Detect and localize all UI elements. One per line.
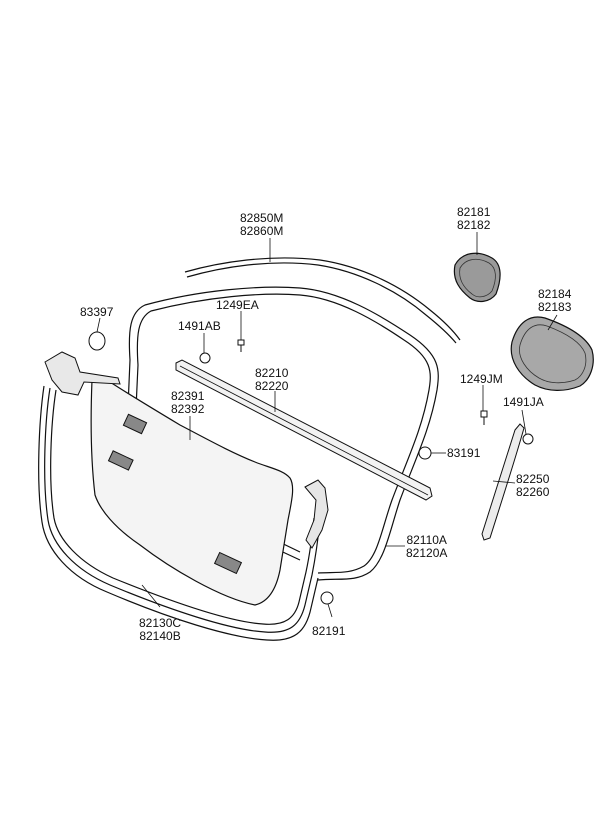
clip-1491ab — [199, 352, 211, 364]
label-1491ab: 1491AB — [178, 320, 221, 333]
leader-lines — [96, 232, 558, 618]
label-82210-line1: 82210 — [255, 366, 289, 380]
label-82250: 82250 82260 — [516, 473, 549, 499]
roof-molding-82850m — [184, 257, 461, 344]
label-82191: 82191 — [312, 625, 345, 638]
label-82110a-line2: 82120A — [406, 546, 448, 560]
trim-switch-pocket — [122, 413, 148, 435]
trim-speaker-grille — [213, 551, 243, 575]
screw-1249ea — [237, 339, 245, 352]
mirror-cover-82184 — [510, 316, 594, 391]
belt-molding-82210 — [175, 359, 433, 501]
label-1491ab-line1: 1491AB — [178, 319, 221, 333]
label-82191-line1: 82191 — [312, 624, 346, 638]
label-82130c-line1: 82130C — [139, 616, 182, 630]
screw-1249jm — [480, 410, 488, 425]
label-82184: 82184 82183 — [538, 288, 571, 314]
label-1249ea-line1: 1249EA — [216, 298, 259, 312]
plug-83397 — [88, 331, 106, 351]
label-83191: 83191 — [447, 447, 480, 460]
label-82850m: 82850M 82860M — [240, 212, 283, 238]
label-82391-line2: 82392 — [171, 402, 205, 416]
label-82130c: 82130C 82140B — [139, 617, 181, 643]
label-83397: 83397 — [80, 306, 113, 319]
delta-garnish-82181 — [453, 252, 501, 303]
trim-handle-pocket — [107, 450, 134, 471]
clip-1491ja — [522, 433, 534, 445]
label-83191-line1: 83191 — [447, 446, 481, 460]
door-trim-panel-82391 — [90, 379, 294, 606]
outer-weatherstrip-82130c — [38, 385, 321, 641]
label-82184-line2: 82183 — [538, 300, 572, 314]
label-82181: 82181 82182 — [457, 206, 490, 232]
label-82250-line1: 82250 — [516, 472, 550, 486]
label-82184-line1: 82184 — [538, 287, 572, 301]
label-82850m-line2: 82860M — [240, 224, 284, 238]
label-82181-line1: 82181 — [457, 205, 491, 219]
label-82250-line2: 82260 — [516, 485, 550, 499]
label-82110a: 82110A 82120A — [406, 534, 447, 560]
hinge-bracket — [44, 351, 121, 396]
label-82850m-line1: 82850M — [240, 211, 284, 225]
label-82110a-line1: 82110A — [406, 533, 447, 547]
pillar-bracket — [304, 479, 329, 549]
label-1491ja: 1491JA — [503, 396, 544, 409]
label-82181-line2: 82182 — [457, 218, 491, 232]
label-1491ja-line1: 1491JA — [503, 395, 544, 409]
clip-83191 — [418, 446, 432, 460]
label-1249jm-line1: 1249JM — [460, 372, 503, 386]
label-83397-line1: 83397 — [80, 305, 114, 319]
clip-82191 — [320, 591, 334, 605]
label-82210-line2: 82220 — [255, 379, 289, 393]
label-82210: 82210 82220 — [255, 367, 288, 393]
label-82391-line1: 82391 — [171, 389, 205, 403]
label-82391: 82391 82392 — [171, 390, 204, 416]
label-82130c-line2: 82140B — [139, 629, 181, 643]
label-1249jm: 1249JM — [460, 373, 503, 386]
label-1249ea: 1249EA — [216, 299, 259, 312]
